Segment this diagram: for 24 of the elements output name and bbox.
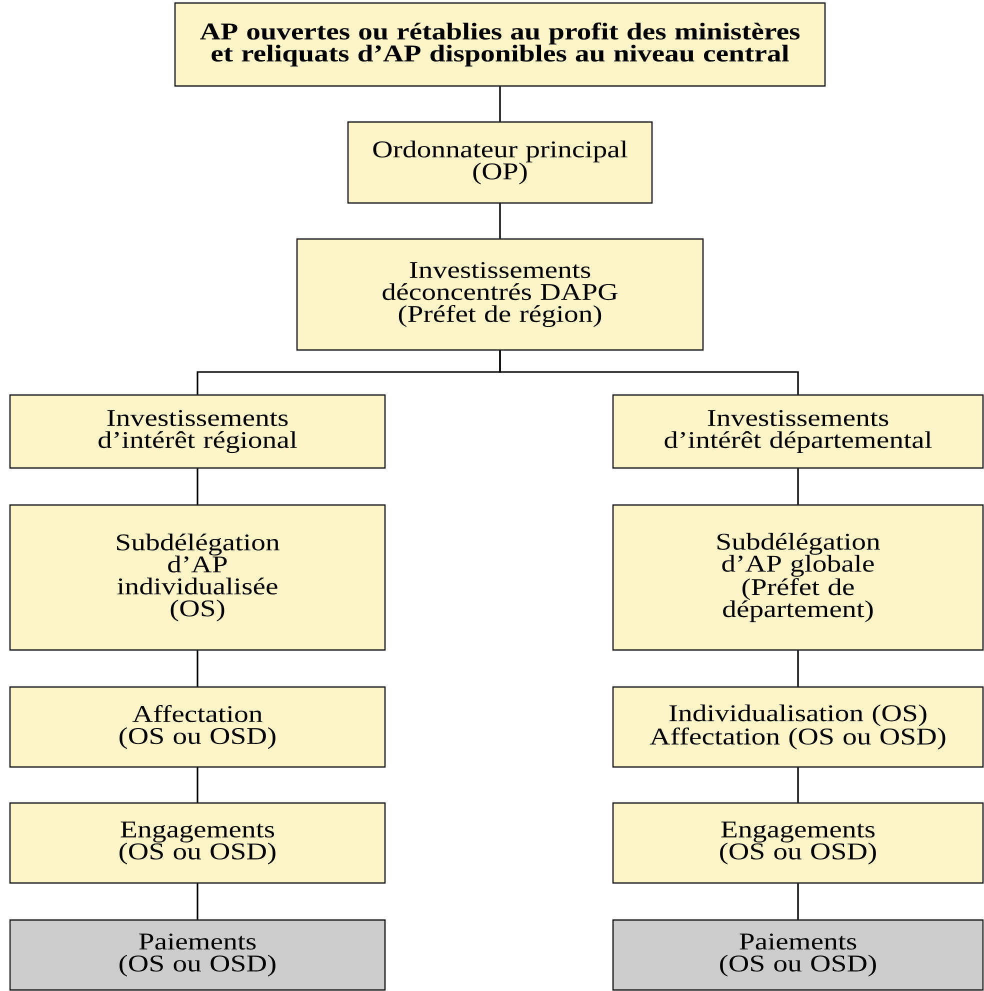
process-box: Ordonnateur principal (OP) (347, 121, 653, 204)
result-box: Paiements (OS ou OSD) (9, 919, 386, 991)
process-box: Affectation (OS ou OSD) (9, 686, 386, 768)
connector-line (499, 204, 501, 238)
process-box: Investissements d’intérêt régional (9, 394, 386, 469)
process-box: Subdélégation d’AP individualisée (OS) (9, 504, 386, 651)
process-box: Subdélégation d’AP globale (Préfet de département) (612, 504, 984, 651)
connector-line (797, 884, 799, 920)
connector-line (797, 468, 799, 504)
process-box: Investissements déconcentrés DAPG (Préfet de région) (296, 238, 704, 351)
connector-line (797, 650, 799, 686)
connector-line (196, 650, 198, 686)
connector-line (499, 86, 501, 122)
connector-line (499, 350, 799, 394)
process-box: Investissements d’intérêt départemental (612, 394, 984, 469)
process-box: Engagements (OS ou OSD) (612, 802, 984, 884)
connector-line (196, 768, 198, 802)
connector-line (196, 468, 198, 504)
title-box: AP ouvertes ou rétablies au profit des ministères et reliquats d’AP disponibles au niveau central (174, 2, 826, 87)
connector-line (196, 884, 198, 920)
connector-line (797, 768, 799, 802)
process-box: Individualisation (OS) Affectation (OS ou OSD) (612, 686, 984, 768)
result-box: Paiements (OS ou OSD) (612, 919, 984, 991)
process-box: Engagements (OS ou OSD) (9, 802, 386, 884)
